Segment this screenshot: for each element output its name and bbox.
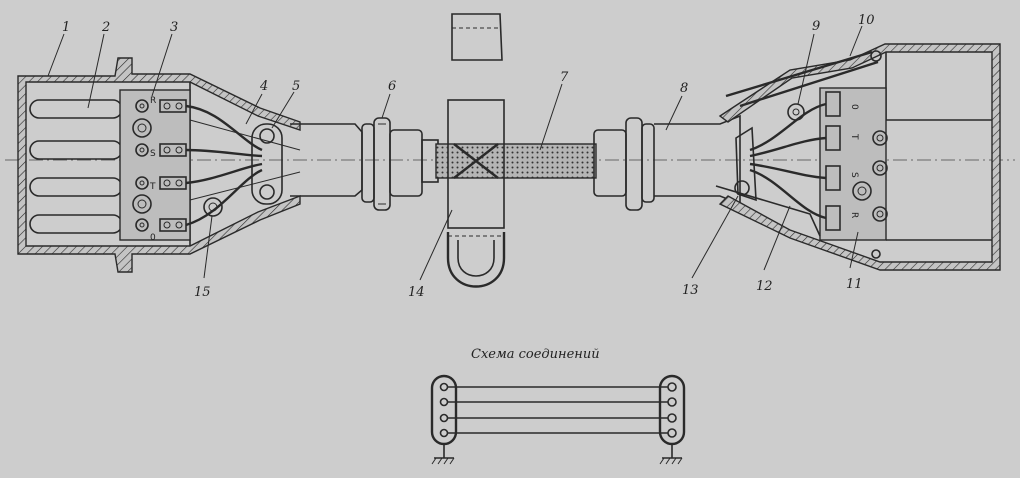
callout-3: 3 (170, 20, 178, 35)
callout-14: 14 (408, 285, 425, 300)
left-pin-label-t: T (149, 182, 156, 192)
right-terminals (825, 91, 888, 231)
left-plug: R S T 0 (17, 57, 363, 273)
right-pin-label-0: 0 (849, 104, 859, 110)
callout-11: 11 (846, 277, 863, 292)
callout-9: 9 (812, 19, 820, 34)
screw (203, 197, 223, 217)
callout-15: 15 (194, 285, 211, 300)
callout-10: 10 (858, 13, 875, 28)
callout-12: 12 (756, 279, 773, 294)
callout-1: 1 (62, 20, 70, 35)
right-cable-clamp (735, 126, 757, 202)
callout-2: 2 (101, 20, 110, 35)
left-gland-nut (361, 117, 439, 211)
left-wires (185, 104, 301, 227)
left-pin-label-s: S (150, 149, 156, 159)
right-pin-label-r: R (849, 212, 859, 218)
callout-6: 6 (388, 79, 396, 94)
left-pin-label-0: 0 (150, 233, 156, 243)
callout-8: 8 (680, 81, 688, 96)
callout-5: 5 (292, 79, 300, 94)
right-screw (787, 103, 805, 121)
right-gland-nut (593, 117, 655, 211)
right-socket: 0 T S R (654, 43, 1001, 271)
callout-7: 7 (560, 70, 569, 85)
scheme-caption: Схема соединений (471, 347, 600, 362)
left-pin-label-r: R (150, 96, 156, 106)
cable-clamp (251, 123, 283, 205)
contact-pins (29, 99, 123, 234)
callout-13: 13 (682, 283, 699, 298)
callout-4: 4 (259, 79, 268, 94)
callout-leaders (47, 25, 863, 281)
right-pin-label-s: S (849, 172, 859, 178)
left-terminal-block (119, 89, 191, 241)
spring (715, 185, 821, 237)
connection-scheme (430, 374, 686, 465)
right-clamp-screw (734, 180, 750, 196)
right-wires (749, 102, 827, 220)
callout-numbers: 1 2 3 4 5 6 7 8 9 10 11 12 13 14 15 (62, 13, 875, 300)
right-pin-label-t: T (849, 133, 859, 140)
cable-holder (446, 13, 506, 288)
